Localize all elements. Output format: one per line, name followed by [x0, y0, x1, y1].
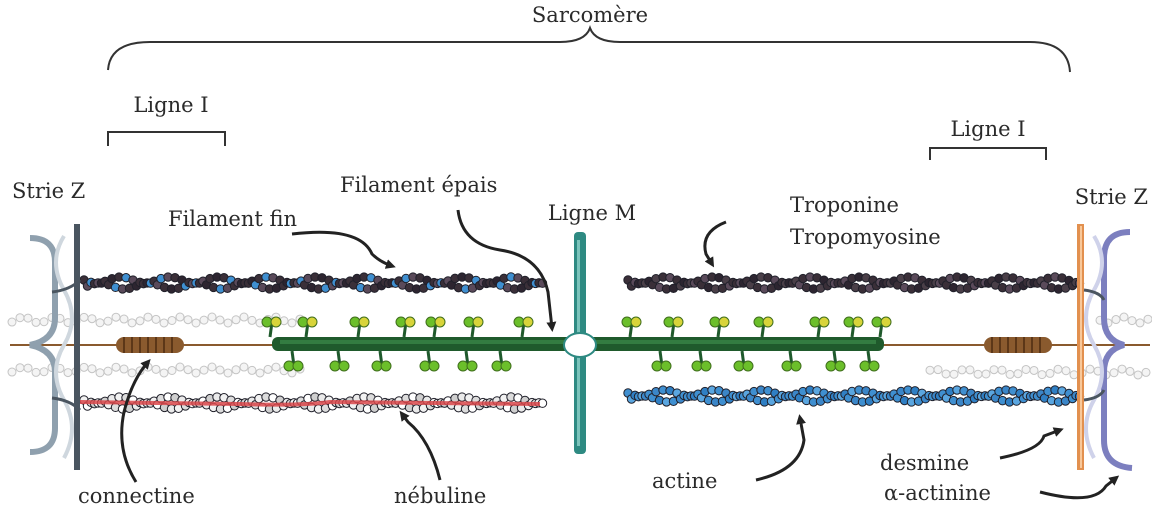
- filament-epais-label: Filament épais: [340, 173, 497, 197]
- thin-filament-bottom-right: [624, 386, 1084, 406]
- arrow-filament-fin: [292, 232, 392, 266]
- nebuline-label: nébuline: [394, 484, 486, 508]
- strie-z-right-label: Strie Z: [1075, 185, 1148, 209]
- strie-z-right-structure: [1077, 224, 1132, 470]
- arrow-troponine: [705, 222, 726, 264]
- ligne-i-right-bracket: [930, 148, 1046, 160]
- sarcomere-brace: [108, 28, 1070, 72]
- connectine-coil-left: [116, 337, 184, 353]
- connectine-coil-right: [984, 337, 1052, 353]
- thin-filament-top-right: [624, 273, 1084, 293]
- alpha-actinine-label: α-actinine: [884, 481, 991, 505]
- ligne-i-left-label: Ligne I: [133, 93, 208, 117]
- strie-z-left-label: Strie Z: [12, 179, 85, 203]
- ligne-i-right-label: Ligne I: [950, 117, 1025, 141]
- strie-z-left-structure: [30, 224, 80, 470]
- arrow-filament-epais: [458, 210, 552, 328]
- actine-label: actine: [652, 469, 717, 493]
- filament-fin-label: Filament fin: [168, 207, 297, 231]
- ligne-i-left-bracket: [108, 132, 225, 146]
- ligne-m-label: Ligne M: [548, 201, 636, 225]
- nebuline-filament: [80, 402, 540, 405]
- arrow-connectine: [122, 362, 148, 482]
- sarcomere-title: Sarcomère: [532, 3, 648, 27]
- arrow-desmine: [1000, 430, 1060, 458]
- arrow-actine: [756, 418, 804, 480]
- tropomyosine-label: Tropomyosine: [790, 225, 941, 249]
- arrow-nebuline: [402, 414, 440, 480]
- connectine-label: connectine: [78, 484, 195, 508]
- troponine-label: Troponine: [790, 193, 899, 217]
- thin-filament-top-left: [80, 273, 547, 293]
- desmine-label: desmine: [880, 451, 969, 475]
- ligne-m-structure: [564, 232, 596, 454]
- arrow-alpha-actinine: [1040, 478, 1116, 498]
